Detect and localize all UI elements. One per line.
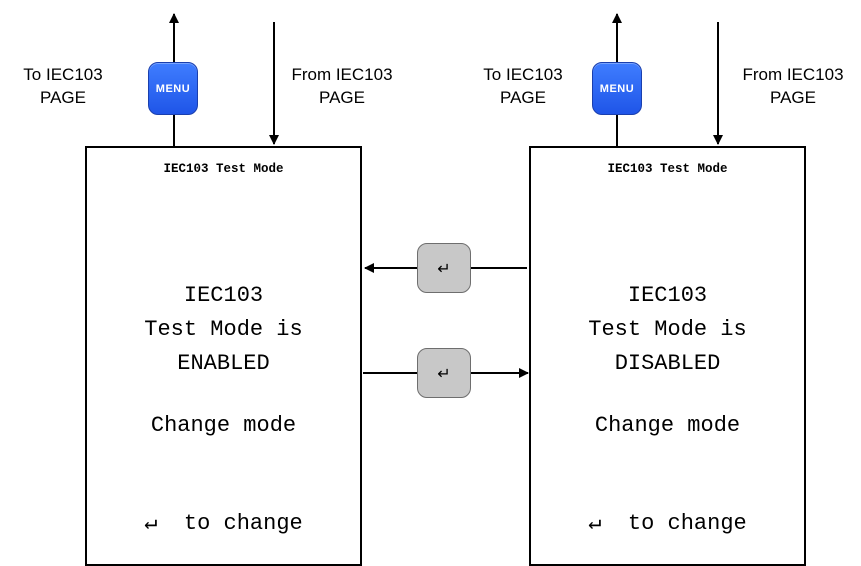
enter-key-icon[interactable]: ↵ <box>417 243 471 293</box>
to-page-label-left: To IEC103 PAGE <box>23 65 103 107</box>
change-hint: ↵ to change <box>588 511 747 536</box>
status-message: IEC103 Test Mode is DISABLED <box>588 283 747 376</box>
screen-enabled: IEC103 Test Mode IEC103 Test Mode is ENA… <box>85 146 362 566</box>
screen-disabled: IEC103 Test Mode IEC103 Test Mode is DIS… <box>529 146 806 566</box>
change-mode-label: Change mode <box>150 413 297 438</box>
from-page-label-right: From IEC103 PAGE <box>742 65 844 107</box>
menu-button-right[interactable]: MENU <box>592 62 642 115</box>
from-page-label-left: From IEC103 PAGE <box>291 65 393 107</box>
menu-button-left[interactable]: MENU <box>148 62 198 115</box>
to-page-label-right: To IEC103 PAGE <box>483 65 563 107</box>
enter-key-icon[interactable]: ↵ <box>417 348 471 398</box>
change-hint: ↵ to change <box>144 511 303 536</box>
status-message: IEC103 Test Mode is ENABLED <box>144 283 303 376</box>
screen-title: IEC103 Test Mode <box>163 162 284 176</box>
change-mode-label: Change mode <box>594 413 741 438</box>
screen-title: IEC103 Test Mode <box>607 162 728 176</box>
